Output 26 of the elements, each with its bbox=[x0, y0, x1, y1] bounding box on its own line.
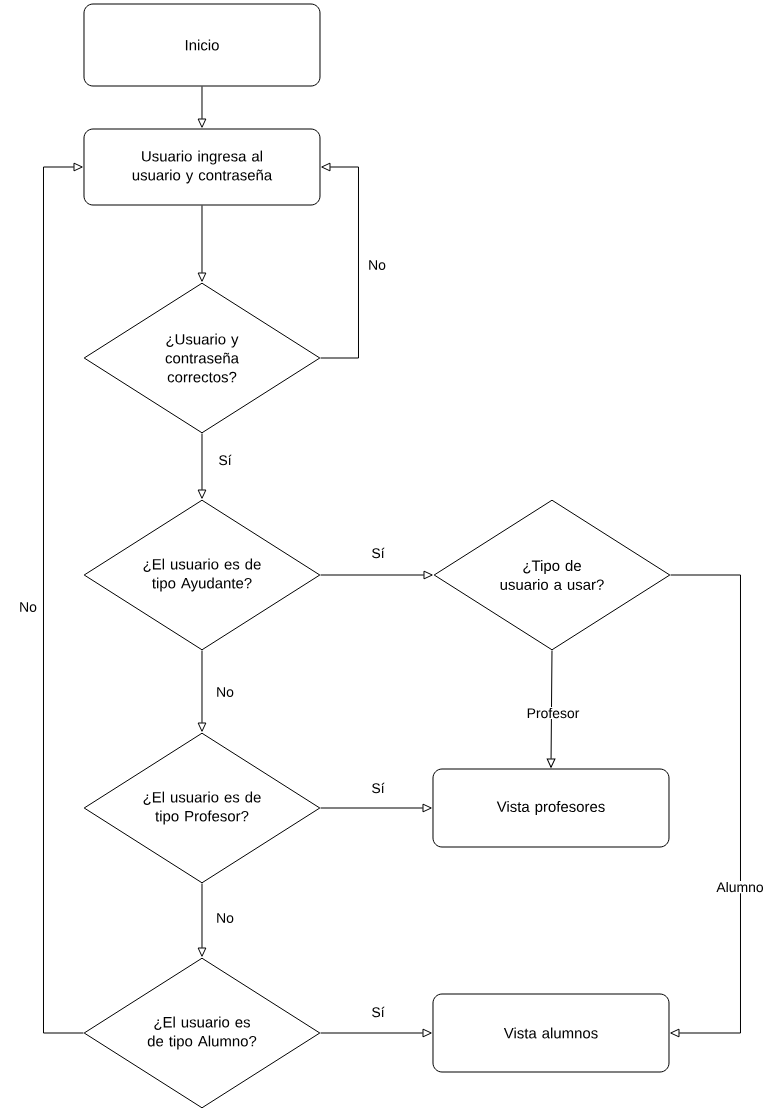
edge-label: Alumno bbox=[715, 880, 764, 894]
process-box: Usuario ingresa al usuario y contraseña bbox=[83, 128, 321, 206]
arrow bbox=[670, 574, 741, 1038]
edge-label: No bbox=[215, 912, 235, 924]
edge-label: No bbox=[215, 686, 235, 698]
arrow bbox=[197, 205, 207, 282]
edge-label: Sí bbox=[370, 1005, 386, 1019]
arrow bbox=[320, 570, 433, 580]
arrow bbox=[197, 86, 207, 128]
arrow bbox=[546, 650, 556, 768]
edge-label: No bbox=[18, 601, 38, 613]
arrow bbox=[43, 162, 84, 1034]
arrow bbox=[320, 162, 359, 359]
process-box: Inicio bbox=[83, 3, 321, 87]
edge-label: No bbox=[367, 259, 387, 271]
arrow bbox=[197, 883, 207, 957]
arrow bbox=[197, 433, 207, 499]
edge-label: Sí bbox=[370, 546, 386, 560]
process-box: Vista profesores bbox=[432, 768, 670, 848]
arrow bbox=[320, 1028, 432, 1038]
edge-label: Sí bbox=[370, 781, 386, 795]
arrow bbox=[320, 803, 432, 813]
edge-label: Sí bbox=[217, 453, 233, 467]
arrow bbox=[197, 650, 207, 732]
process-box: Vista alumnos bbox=[432, 993, 670, 1073]
edge-label: Profesor bbox=[525, 706, 581, 720]
